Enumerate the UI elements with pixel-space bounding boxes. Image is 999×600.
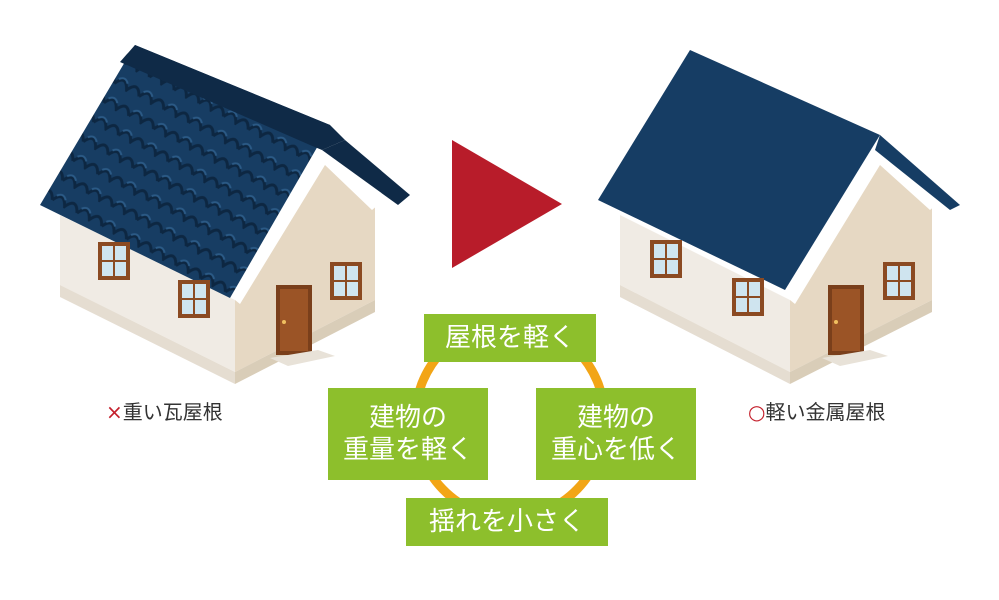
house-light-roof	[598, 50, 960, 384]
window-right-1	[650, 240, 682, 278]
door-left	[270, 285, 335, 366]
window-left-3	[330, 262, 362, 300]
caption-light-roof: ○軽い金属屋根	[748, 396, 885, 425]
cycle-box-lower-center: 建物の 重心を低く	[536, 388, 696, 480]
house-right-gable-wall	[790, 160, 932, 372]
window-right-2	[732, 278, 764, 316]
door-right	[822, 285, 888, 366]
house-right-gable-trim	[785, 150, 936, 304]
tile-roof-ridge	[120, 45, 345, 150]
cycle-box-lighter-roof: 屋根を軽く	[424, 314, 596, 362]
window-right-3	[883, 262, 915, 300]
metal-roof	[598, 50, 880, 290]
caption-heavy-roof: ×重い瓦屋根	[106, 396, 223, 425]
tile-roof-edge-steps	[322, 140, 410, 205]
window-left-2	[178, 280, 210, 318]
cycle-box-lighter-roof-text: 屋根を軽く	[444, 322, 575, 353]
cycle-box-less-shaking: 揺れを小さく	[406, 498, 608, 546]
arrow-right	[452, 140, 562, 268]
window-left-1	[98, 242, 130, 280]
house-left-gable-wall	[235, 160, 375, 372]
cycle-box-lower-center-line2: 重心を低く	[550, 435, 681, 465]
cycle-box-lower-center-line1: 建物の	[576, 402, 655, 433]
house-heavy-roof	[40, 45, 410, 384]
cycle-box-less-shaking-text: 揺れを小さく	[428, 506, 585, 537]
house-left-gable-trim	[230, 150, 378, 304]
cycle-box-lighter-building-line1: 建物の	[368, 402, 447, 433]
circle-mark-icon: ○	[748, 400, 766, 424]
cycle-box-lighter-building-line2: 重量を軽く	[342, 435, 473, 465]
caption-heavy-roof-text: 重い瓦屋根	[122, 400, 223, 424]
cross-mark-icon: ×	[106, 400, 123, 424]
caption-light-roof-text: 軽い金属屋根	[765, 400, 886, 424]
cycle-box-lighter-building: 建物の 重量を軽く	[328, 388, 488, 480]
metal-roof-edge	[875, 135, 960, 210]
